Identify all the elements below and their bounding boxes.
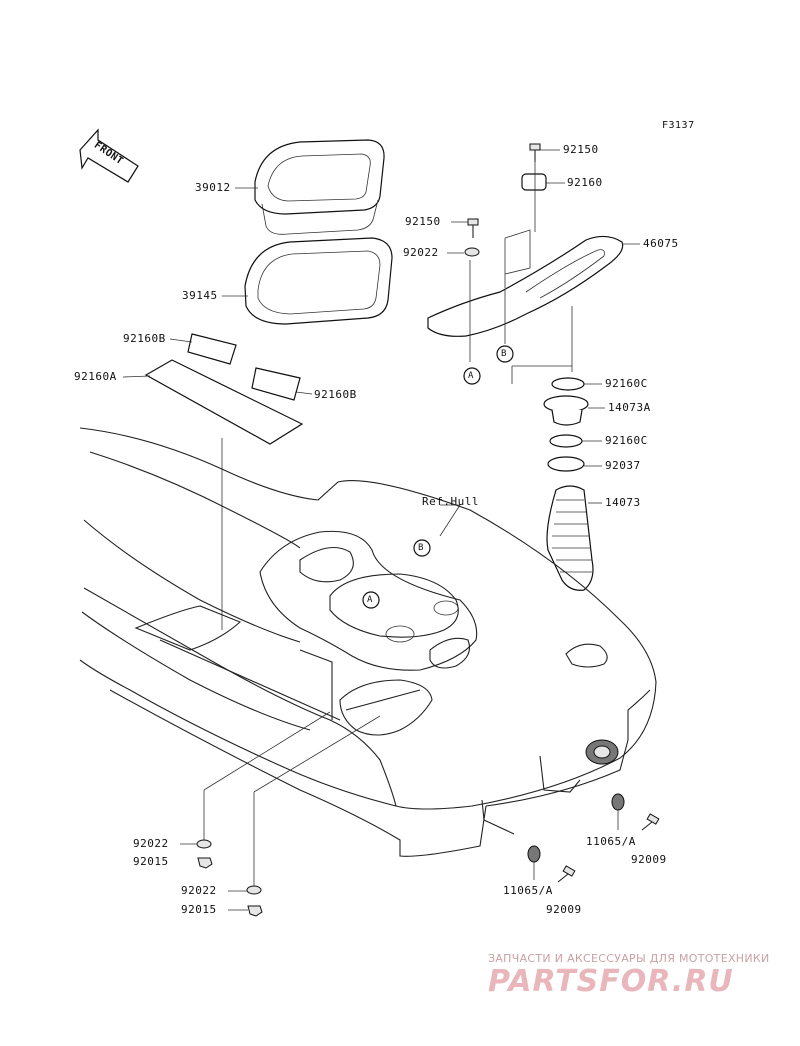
bottom-leader-lines — [180, 504, 619, 911]
cap-11065a-b — [527, 845, 541, 863]
pad-92160b-right — [251, 367, 301, 401]
ring-92160c-1 — [551, 377, 585, 391]
callout-a-hull — [362, 591, 380, 609]
part-label-92160c-1: 92160C — [605, 377, 648, 390]
part-label-92022-l2: 92022 — [181, 884, 217, 897]
part-label-92160-top: 92160 — [567, 176, 603, 189]
part-label-92160c-2: 92160C — [605, 434, 648, 447]
part-label-14073a: 14073A — [608, 401, 651, 414]
part-label-92015-l1: 92015 — [133, 855, 169, 868]
part-label-46075: 46075 — [643, 237, 679, 250]
figure-code: F3137 — [662, 120, 695, 131]
part-label-92160b-left: 92160B — [123, 332, 166, 345]
bolt-92150-top — [529, 143, 541, 162]
bolt-92009-b — [557, 865, 576, 883]
part-label-11065a-b: 11065/A — [503, 884, 553, 897]
callout-a-top — [463, 367, 481, 385]
duct-14073 — [546, 485, 594, 591]
nut-92015-l1 — [197, 857, 213, 869]
part-label-92037: 92037 — [605, 459, 641, 472]
washer-92022-l1 — [196, 839, 212, 849]
part-label-92015-l2: 92015 — [181, 903, 217, 916]
part-label-92160a: 92160A — [74, 370, 117, 383]
callout-a-top-letter: A — [468, 371, 474, 381]
front-arrow-icon — [79, 128, 139, 183]
ring-92160c-2 — [549, 434, 583, 448]
clamp-92037 — [547, 456, 585, 472]
ref-hull-label: Ref.Hull — [422, 495, 479, 508]
pad-92160b-left — [187, 333, 237, 365]
callout-b-hull — [413, 539, 431, 557]
handle-46075 — [427, 235, 624, 337]
part-label-14073: 14073 — [605, 496, 641, 509]
watermark-logo: PARTSFOR.RU — [488, 964, 734, 999]
part-label-92009-b: 92009 — [546, 903, 582, 916]
part-label-92150-top: 92150 — [563, 143, 599, 156]
part-label-92150-mid: 92150 — [405, 215, 441, 228]
hull-body — [79, 427, 657, 857]
part-label-39012: 39012 — [195, 181, 231, 194]
leader-lines — [122, 149, 640, 630]
collar-92160-top — [521, 173, 547, 191]
part-label-92009-r: 92009 — [631, 853, 667, 866]
callout-b-top — [496, 345, 514, 363]
part-label-92022-l1: 92022 — [133, 837, 169, 850]
part-label-92160b-right: 92160B — [314, 388, 357, 401]
cover-39012 — [254, 139, 385, 235]
callout-a-hull-letter: A — [367, 595, 373, 605]
filter-39145 — [244, 237, 393, 325]
washer-92022-l2 — [246, 885, 262, 895]
part-label-39145: 39145 — [182, 289, 218, 302]
sheet-92160a — [144, 359, 304, 445]
cap-11065a-r — [611, 793, 625, 811]
watermark-tagline: ЗАПЧАСТИ И АКСЕССУАРЫ ДЛЯ МОТОТЕХНИКИ — [488, 952, 770, 965]
nut-92015-l2 — [247, 905, 263, 917]
callout-b-top-letter: B — [501, 349, 507, 359]
part-label-92022-top: 92022 — [403, 246, 439, 259]
flange-14073a — [543, 395, 589, 426]
part-label-11065a-r: 11065/A — [586, 835, 636, 848]
callout-b-hull-letter: B — [418, 543, 424, 553]
washer-92022-top — [464, 247, 480, 257]
bolt-92009-r — [641, 813, 660, 831]
bolt-92150-mid — [467, 218, 479, 238]
